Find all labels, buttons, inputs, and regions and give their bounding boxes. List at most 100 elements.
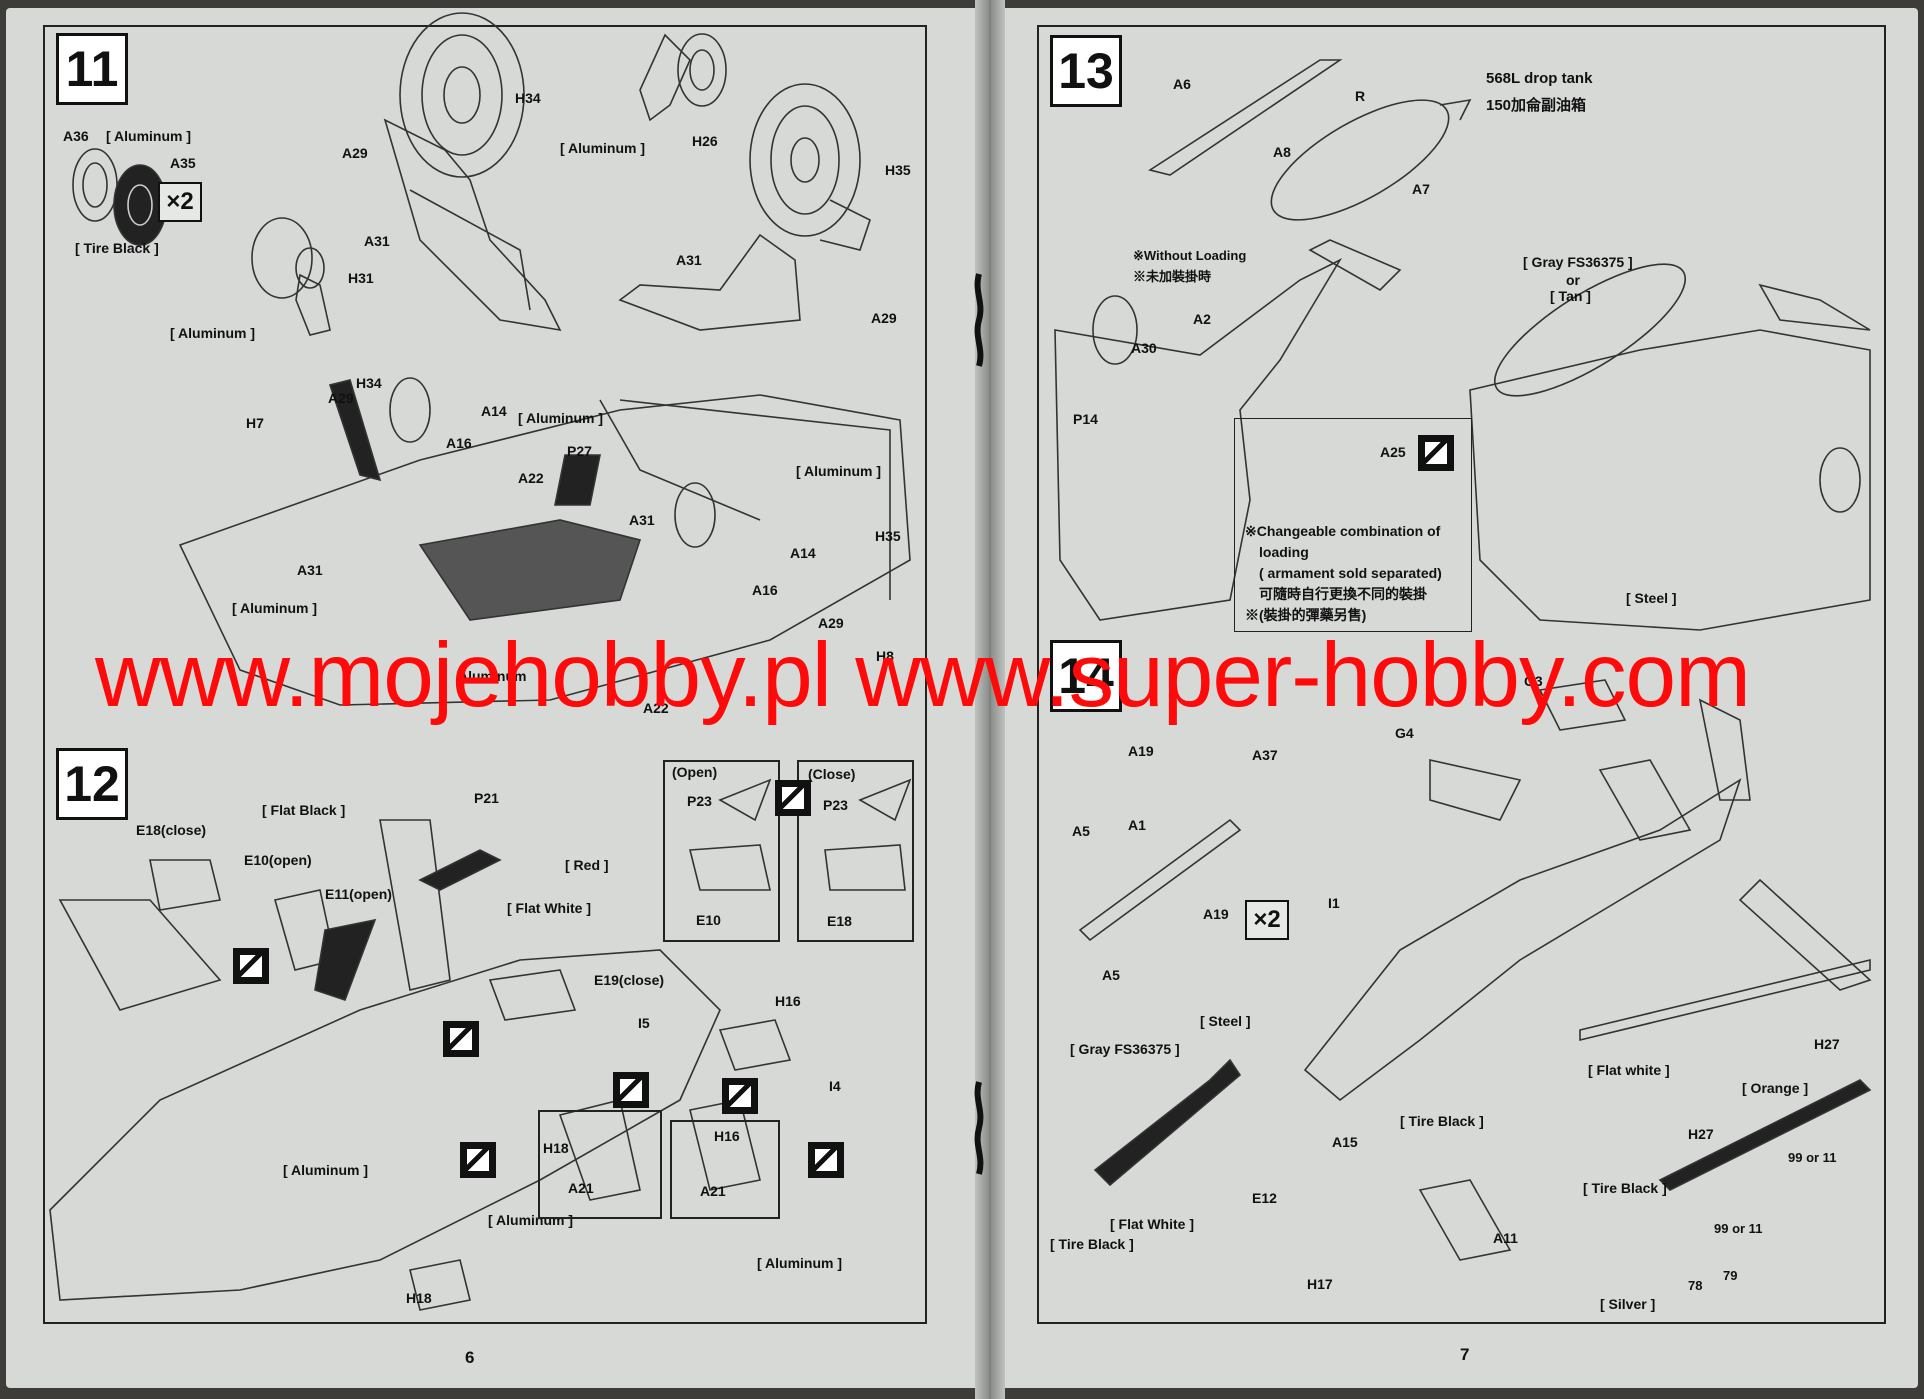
paint-label: [ Flat Black ] xyxy=(262,802,346,818)
paint-label: [ Steel ] xyxy=(1626,590,1677,606)
cement-symbol-icon xyxy=(613,1072,649,1108)
part-label: A16 xyxy=(752,582,778,598)
part-label: A30 xyxy=(1131,340,1157,356)
paint-label: [ Tire Black ] xyxy=(1050,1236,1134,1252)
paint-label: [ Aluminum ] xyxy=(518,410,604,426)
part-label: A2 xyxy=(1193,311,1211,327)
part-label: A14 xyxy=(790,545,816,561)
part-label: A29 xyxy=(818,615,844,631)
paint-label: [ Aluminum ] xyxy=(796,463,882,479)
part-label: A8 xyxy=(1273,144,1291,160)
paint-label: [ Red ] xyxy=(565,857,609,873)
subassembly-box-left xyxy=(538,1110,662,1219)
part-label: E18 xyxy=(827,913,852,929)
paint-label: [ Aluminum ] xyxy=(106,128,192,144)
subassembly-box-right xyxy=(670,1120,780,1219)
part-label: A37 xyxy=(1252,747,1278,763)
paint-label: [ Aluminum ] xyxy=(757,1255,843,1271)
decal-number-label: 79 xyxy=(1723,1268,1738,1283)
drop-tank-title-zh: 150加侖副油箱 xyxy=(1486,97,1587,114)
part-label: A22 xyxy=(643,700,669,716)
paint-label: Aluminum xyxy=(458,668,527,684)
paint-label: [ Tire Black ] xyxy=(1583,1180,1667,1196)
part-label: H18 xyxy=(406,1290,432,1306)
part-label: G4 xyxy=(1395,725,1414,741)
part-label: A29 xyxy=(871,310,897,326)
cement-symbol-icon xyxy=(1418,435,1454,471)
quantity-x2-badge: ×2 xyxy=(1245,900,1289,940)
paint-label: [ Flat White ] xyxy=(507,900,591,916)
decal-number-label: 99 or 11 xyxy=(1788,1150,1837,1165)
part-label: H7 xyxy=(246,415,264,431)
paint-label: [ Flat White ] xyxy=(1110,1216,1194,1232)
part-label: H34 xyxy=(515,90,541,106)
part-label: A21 xyxy=(700,1183,726,1199)
part-label: E10 xyxy=(696,912,721,928)
paint-label: [ Flat white ] xyxy=(1588,1062,1670,1078)
part-label: P23 xyxy=(687,793,712,809)
part-label: E19(close) xyxy=(594,972,665,988)
right-frame xyxy=(1037,25,1886,1324)
part-label: P27 xyxy=(567,443,592,459)
note-line: ※Changeable combination of xyxy=(1245,523,1441,539)
part-label: A35 xyxy=(170,155,196,171)
page-number-right: 7 xyxy=(1460,1345,1470,1364)
part-label: A31 xyxy=(297,562,323,578)
part-label: G3 xyxy=(1524,673,1543,689)
part-label: I4 xyxy=(829,1078,841,1094)
staple-top xyxy=(972,272,986,368)
part-label: A5 xyxy=(1072,823,1090,839)
page-number-left: 6 xyxy=(465,1348,475,1367)
part-label: H16 xyxy=(775,993,801,1009)
paint-label: [ Orange ] xyxy=(1742,1080,1809,1096)
note-line: loading xyxy=(1259,544,1309,560)
part-label: I5 xyxy=(638,1015,650,1031)
close-detail-box xyxy=(797,760,914,942)
part-label: E11(open) xyxy=(325,886,392,902)
part-label: A5 xyxy=(1102,967,1120,983)
part-label: A16 xyxy=(446,435,472,451)
part-label: A29 xyxy=(328,390,354,406)
part-label: H18 xyxy=(543,1140,569,1156)
part-label: A31 xyxy=(676,252,702,268)
part-label: E10(open) xyxy=(244,852,312,868)
paint-label: [ Aluminum ] xyxy=(488,1212,574,1228)
drop-tank-title-en: 568L drop tank xyxy=(1486,70,1593,87)
part-label: A19 xyxy=(1203,906,1229,922)
or-label: or xyxy=(1566,272,1580,288)
part-label: I1 xyxy=(1328,895,1340,911)
paint-label: [ Tire Black ] xyxy=(1400,1113,1484,1129)
part-label: H17 xyxy=(1307,1276,1333,1292)
note-line: ※(裝掛的彈藥另售) xyxy=(1245,607,1367,623)
part-label: H26 xyxy=(692,133,718,149)
part-label: A25 xyxy=(1380,444,1406,460)
watermark-text: www.mojehobby.pl www.super-hobby.com xyxy=(95,625,1751,726)
staple-bottom xyxy=(972,1080,986,1176)
part-label: A15 xyxy=(1332,1134,1358,1150)
step-12-number: 12 xyxy=(56,748,128,820)
part-label: A19 xyxy=(1128,743,1154,759)
quantity-x2-badge: ×2 xyxy=(158,182,202,222)
part-label: A11 xyxy=(1493,1230,1518,1246)
note-line: 可隨時自行更換不同的裝掛 xyxy=(1259,586,1427,602)
part-label: A31 xyxy=(629,512,655,528)
part-label: H31 xyxy=(348,270,374,286)
step-11-number: 11 xyxy=(56,33,128,105)
part-label: P14 xyxy=(1073,411,1098,427)
part-label: A22 xyxy=(518,470,544,486)
cement-symbol-icon xyxy=(775,780,811,816)
loading-note-box: ※Changeable combination of loading ( arm… xyxy=(1234,418,1472,632)
step-13-number: 13 xyxy=(1050,35,1122,107)
paint-label: [ Gray FS36375 ] xyxy=(1523,254,1633,270)
open-title: (Open) xyxy=(672,764,718,780)
part-label: R xyxy=(1355,88,1366,104)
part-label: E12 xyxy=(1252,1190,1277,1206)
without-loading-zh: ※未加裝掛時 xyxy=(1133,269,1212,284)
paint-label: [ Gray FS36375 ] xyxy=(1070,1041,1180,1057)
part-label: P21 xyxy=(474,790,499,806)
cement-symbol-icon xyxy=(460,1142,496,1178)
part-label: H8 xyxy=(876,648,894,664)
part-label: A21 xyxy=(568,1180,594,1196)
step-14-number: 14 xyxy=(1050,640,1122,712)
